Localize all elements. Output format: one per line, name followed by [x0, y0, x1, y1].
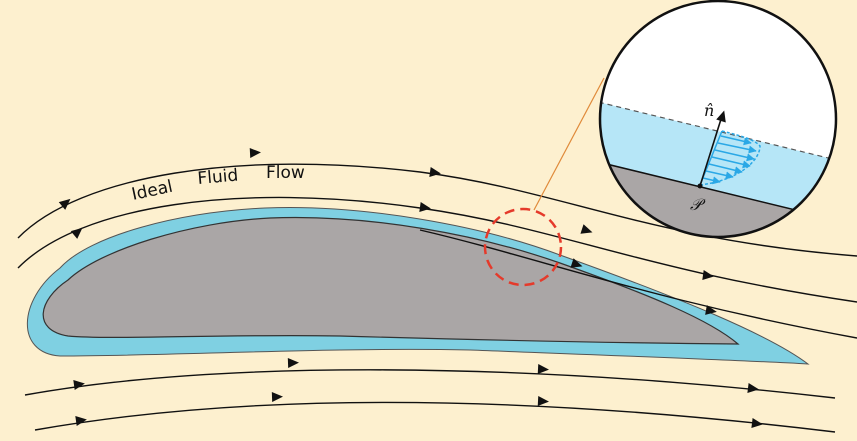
arrow-head-icon — [702, 270, 714, 280]
inset-layer-edge — [600, 99, 836, 166]
point-p — [697, 183, 703, 189]
magnified-inset: n̂ 𝒫 — [598, 0, 838, 239]
arrow-head-icon — [580, 224, 593, 234]
arrow-head-icon — [537, 396, 549, 406]
streamline — [24, 369, 836, 399]
label-flow: Flow — [266, 163, 305, 183]
normal-arrow-head-icon — [716, 110, 726, 123]
arrow-head-icon — [287, 358, 299, 368]
label-fluid: Fluid — [197, 166, 239, 189]
arrow-head-icon — [570, 258, 583, 268]
arrow-head-icon — [271, 392, 283, 402]
streamline-arrows — [58, 148, 763, 428]
inset-border — [598, 0, 838, 239]
arrow-head-icon — [73, 380, 85, 390]
arrow-head-icon — [705, 305, 717, 315]
leader-line — [533, 77, 605, 211]
arrow-head-icon — [70, 227, 83, 239]
arrow-head-icon — [58, 198, 71, 210]
arrow-head-icon — [75, 416, 87, 426]
arrow-head-icon — [419, 202, 431, 212]
arrow-head-icon — [429, 167, 441, 177]
normal-vector — [699, 115, 723, 187]
arrow-head-icon — [751, 418, 763, 428]
arrow-head-icon — [747, 383, 759, 393]
normal-symbol: n̂ — [704, 101, 714, 120]
streamline — [34, 401, 836, 433]
inset-fluid-layer — [600, 100, 836, 237]
zoom-indicator-circle — [483, 207, 563, 287]
streamline — [419, 229, 857, 339]
airfoil — [42, 216, 740, 345]
arrow-head-icon — [249, 148, 261, 158]
arrow-head-icon — [537, 364, 549, 374]
